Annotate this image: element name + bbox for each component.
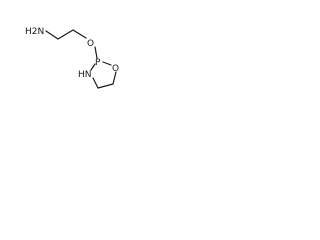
ring-nitrogen-label: HN [78, 70, 92, 80]
bond-c2-o [72, 29, 87, 39]
ring-oxygen-label: O [112, 64, 119, 74]
phosphorus-label: P [95, 58, 101, 68]
bond-n-c1 [45, 30, 59, 40]
structure-diagram: H2N O P O HN [0, 0, 155, 119]
amine-label: H2N [25, 27, 44, 37]
bond-p-ring-o [102, 61, 112, 66]
molecule-drawing: H2N O P O HN [25, 27, 119, 89]
bond-c1-c2 [57, 29, 74, 40]
bond-ring-o-c [112, 71, 117, 85]
ether-oxygen-label: O [87, 39, 94, 49]
bond-c-c [97, 83, 114, 89]
bond-o-p [94, 46, 98, 59]
bond-n-p [90, 63, 96, 71]
bond-c-n [92, 77, 99, 89]
